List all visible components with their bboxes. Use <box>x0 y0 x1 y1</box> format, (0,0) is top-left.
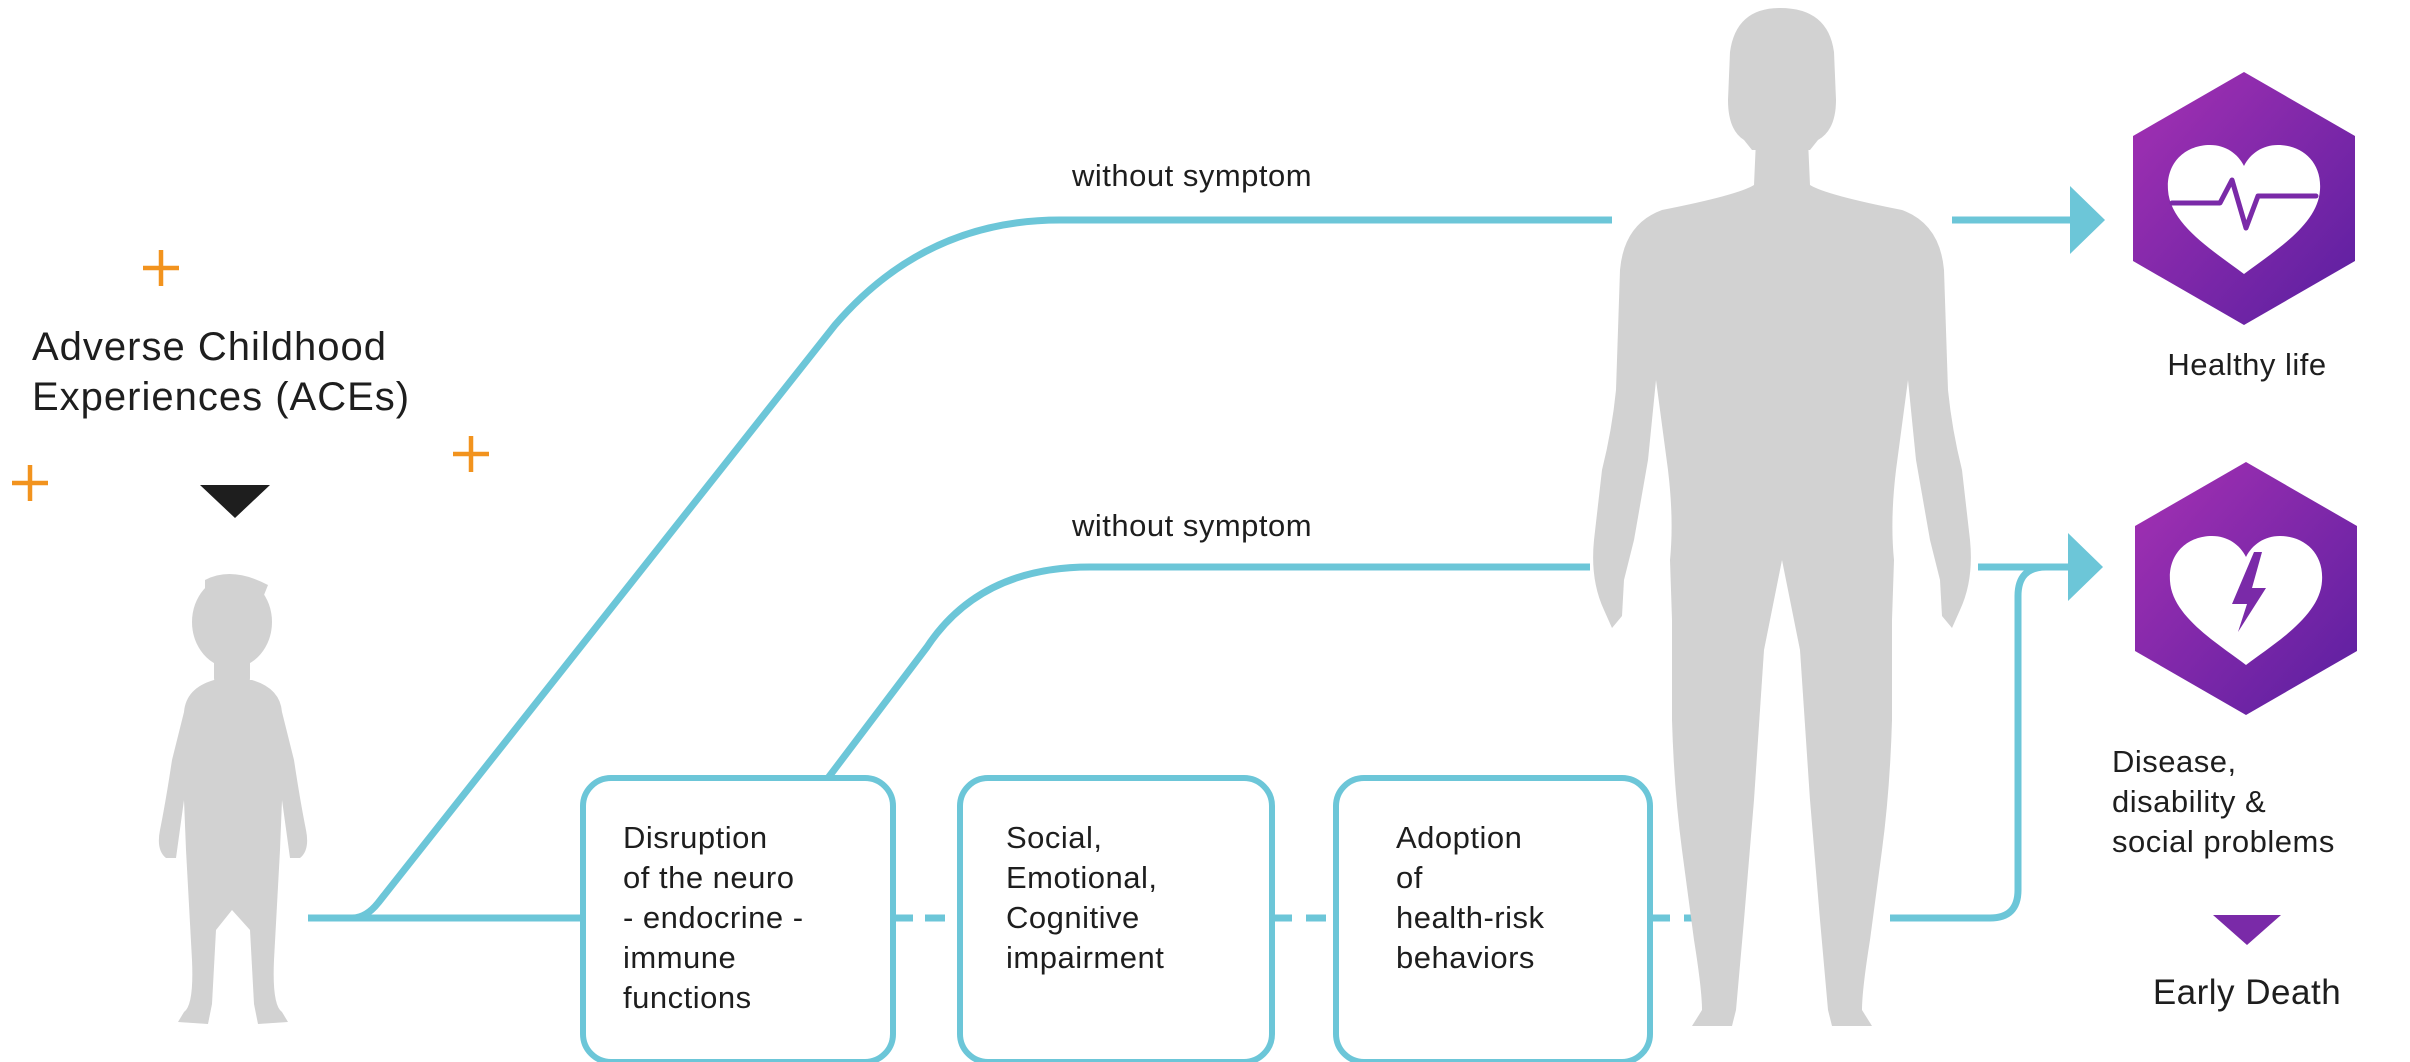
box-line: Disruption <box>623 820 768 855</box>
healthy-life-label: Healthy life <box>2167 347 2327 382</box>
plus-icon <box>453 436 489 472</box>
box-line: behaviors <box>1396 940 1535 975</box>
adult-silhouette-icon <box>1593 8 1971 1026</box>
middle-path-label: without symptom <box>1072 508 1313 543</box>
box-health-risk-text: Adoption of health-risk behaviors <box>1396 818 1545 978</box>
box-health-risk <box>1333 775 1653 1062</box>
outcome-line: disability & <box>2112 784 2267 819</box>
box-line: Emotional, <box>1006 860 1158 895</box>
box-line: Social, <box>1006 820 1103 855</box>
triangle-down-icon <box>2213 915 2281 945</box>
outcome-line: Disease, <box>2112 744 2237 779</box>
heart-pulse-icon <box>2167 145 2321 274</box>
box-line: immune <box>623 940 737 975</box>
box-line: of the neuro <box>623 860 795 895</box>
box-neuroendocrine <box>580 775 896 1062</box>
plus-icon <box>143 250 179 286</box>
early-death-label: Early Death <box>2152 973 2342 1012</box>
plus-icon <box>12 465 48 501</box>
box-line: - endocrine - <box>623 900 804 935</box>
title-line-1: Adverse Childhood <box>32 325 387 369</box>
box-line: impairment <box>1006 940 1165 975</box>
disease-outcome-text: Disease, disability & social problems <box>2112 742 2335 862</box>
upper-path-line <box>351 216 1612 922</box>
arrow-right-icon <box>2070 186 2105 254</box>
triangle-down-icon <box>200 485 270 518</box>
box-line: functions <box>623 980 752 1015</box>
middle-path-line <box>825 563 1590 781</box>
box-line: Adoption <box>1396 820 1523 855</box>
outcome-line: social problems <box>2112 824 2335 859</box>
box-social-emotional-text: Social, Emotional, Cognitive impairment <box>1006 818 1164 978</box>
box-neuroendocrine-text: Disruption of the neuro - endocrine - im… <box>623 818 804 1018</box>
arrow-right-icon <box>2068 533 2103 601</box>
child-silhouette-icon <box>158 574 308 1024</box>
healthy-life-badge <box>2133 72 2355 325</box>
title-line-2: Experiences (ACEs) <box>32 375 411 419</box>
disease-badge <box>2135 462 2357 715</box>
disease-path-line <box>1920 563 2068 922</box>
upper-path-label: without symptom <box>1072 158 1313 193</box>
box-line: of <box>1396 860 1423 895</box>
box-social-emotional <box>957 775 1275 1062</box>
box-line: health-risk <box>1396 900 1545 935</box>
box-line: Cognitive <box>1006 900 1140 935</box>
